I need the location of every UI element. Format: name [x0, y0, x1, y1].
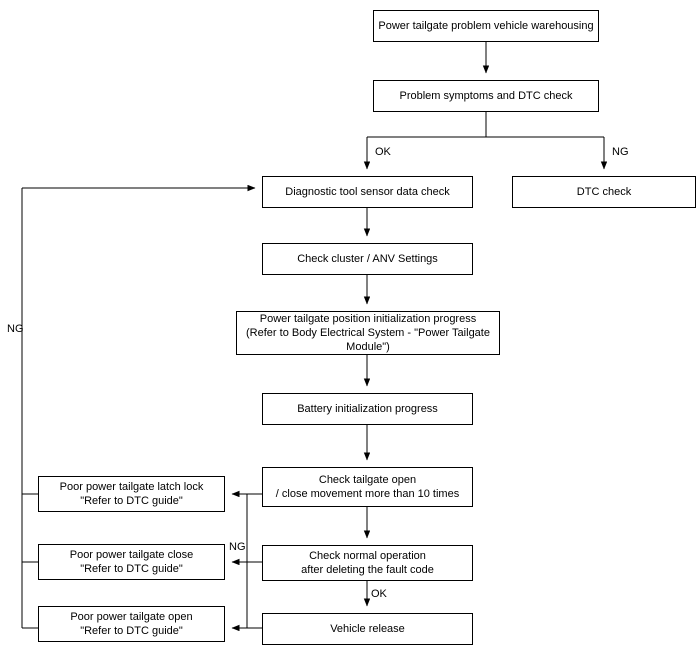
edge-label-ng-left: NG	[7, 323, 24, 335]
node-check-cluster-anv-settings: Check cluster / ANV Settings	[262, 243, 473, 275]
edge-label-ng-top: NG	[612, 146, 629, 158]
node-poor-power-tailgate-open: Poor power tailgate open "Refer to DTC g…	[38, 606, 225, 642]
node-dtc-check: DTC check	[512, 176, 696, 208]
node-poor-power-tailgate-latch-lock: Poor power tailgate latch lock "Refer to…	[38, 476, 225, 512]
node-check-tailgate-open-close-movement: Check tailgate open / close movement mor…	[262, 467, 473, 507]
edge-label-ng-right: NG	[229, 541, 246, 553]
edge-label-ok-top: OK	[375, 146, 391, 158]
node-problem-symptoms-dtc-check: Problem symptoms and DTC check	[373, 80, 599, 112]
node-vehicle-release: Vehicle release	[262, 613, 473, 645]
node-power-tailgate-position-initialization: Power tailgate position initialization p…	[236, 311, 500, 355]
node-poor-power-tailgate-close: Poor power tailgate close "Refer to DTC …	[38, 544, 225, 580]
node-diagnostic-tool-sensor-data-check: Diagnostic tool sensor data check	[262, 176, 473, 208]
node-check-normal-operation: Check normal operation after deleting th…	[262, 545, 473, 581]
edge-label-ok-bottom: OK	[371, 588, 387, 600]
node-battery-initialization-progress: Battery initialization progress	[262, 393, 473, 425]
node-warehousing: Power tailgate problem vehicle warehousi…	[373, 10, 599, 42]
